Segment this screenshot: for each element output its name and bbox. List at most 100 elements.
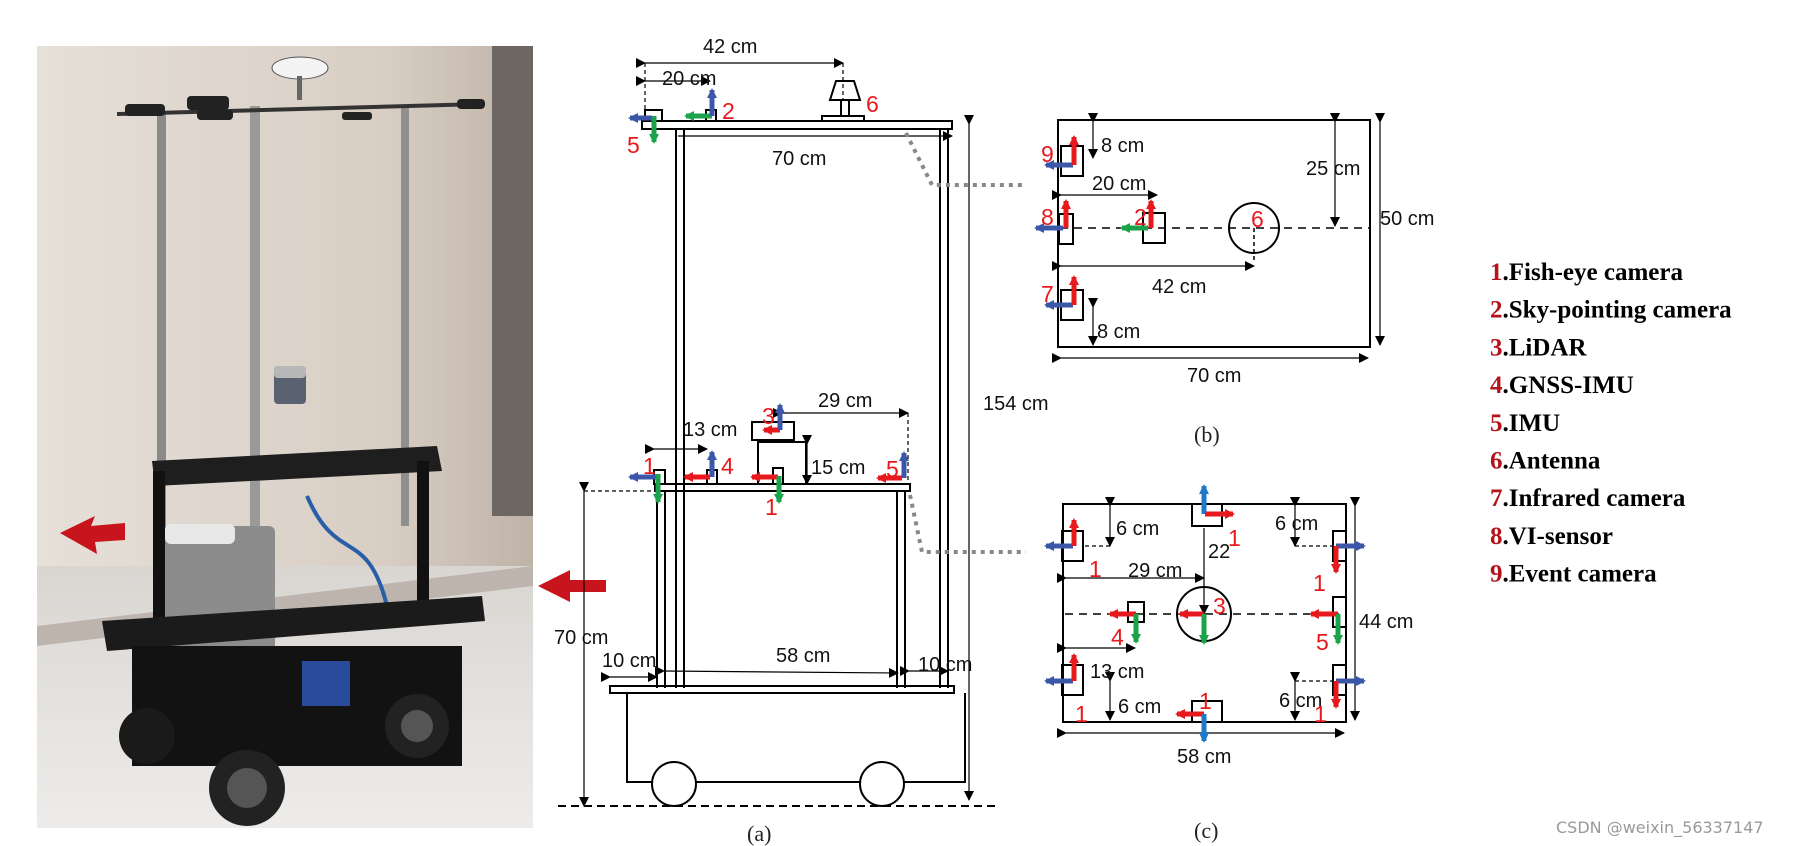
dim-58cm: 58 cm <box>776 645 830 667</box>
legend-label: .IMU <box>1503 410 1561 437</box>
legend-item: 6.Antenna <box>1490 448 1601 475</box>
dim-50cm: 50 cm <box>1380 208 1434 230</box>
wheel <box>859 761 905 807</box>
sensor-label: 2 <box>722 98 735 124</box>
wheel <box>119 708 175 764</box>
dim-22: 22 <box>1208 541 1230 563</box>
robot-photo <box>37 46 533 828</box>
dim-25cm: 25 cm <box>1306 158 1360 180</box>
panel-a-labels: 42 cm 20 cm 70 cm 29 cm 13 cm 15 cm 154 … <box>554 36 1049 846</box>
camera <box>187 96 229 110</box>
sensor-label: 1 <box>1228 525 1241 551</box>
legend-item: 9.Event camera <box>1490 561 1657 588</box>
chassis-frame <box>102 596 485 651</box>
antenna-shape <box>828 80 862 101</box>
legend-number: 7 <box>1490 485 1503 512</box>
dim-6cm-tr: 6 cm <box>1275 513 1318 535</box>
direction-arrow-icon <box>60 516 125 554</box>
mid-shelf <box>654 483 911 492</box>
forward-direction-icon <box>538 570 606 602</box>
sensor-label: 3 <box>1213 593 1226 619</box>
sensor-label: 5 <box>1316 629 1329 655</box>
panel-b-dimensions <box>1052 113 1385 363</box>
sensor-label: 1 <box>1089 556 1102 582</box>
legend-item: 3.LiDAR <box>1490 334 1587 361</box>
sensor-label: 8 <box>1041 204 1054 230</box>
sensor-label: 4 <box>1111 624 1124 650</box>
panel-c-axes <box>1044 484 1366 743</box>
dim-20cm: 20 cm <box>1092 173 1146 195</box>
caption-c: (c) <box>1194 818 1218 843</box>
pole-right <box>401 106 409 526</box>
upper-shelf <box>152 446 442 486</box>
sensor-label: 5 <box>886 456 899 482</box>
dim-29cm: 29 cm <box>818 390 872 412</box>
dim-8cm-bottom: 8 cm <box>1097 321 1140 343</box>
legend-item: 5.IMU <box>1490 410 1560 437</box>
legend-label: .GNSS-IMU <box>1503 372 1634 399</box>
dim-13cm: 13 cm <box>683 419 737 441</box>
dim-10cm-right: 10 cm <box>918 654 972 676</box>
dim-70cm: 70 cm <box>1187 365 1241 387</box>
camera <box>125 104 165 116</box>
watermark: CSDN @weixin_56337147 <box>1556 818 1764 838</box>
sensor-label: 6 <box>1251 206 1264 232</box>
sensor-label: 1 <box>1314 701 1327 727</box>
sensor-label: 1 <box>1075 701 1088 727</box>
dim-154cm: 154 cm <box>983 393 1049 415</box>
panel-c-labels: 6 cm 6 cm 22 29 cm 13 cm 6 cm 6 cm 44 cm… <box>1075 513 1413 843</box>
sensor-label: 1 <box>1199 688 1212 714</box>
sensor-label: 1 <box>765 494 778 520</box>
dim-15cm: 15 cm <box>811 457 865 479</box>
legend-label: .VI-sensor <box>1503 523 1613 550</box>
camera <box>197 110 233 120</box>
panel-a-axes <box>628 88 909 504</box>
dim-13cm: 13 cm <box>1090 661 1144 683</box>
wheel <box>651 761 697 807</box>
legend-item: 1.Fish-eye camera <box>1490 259 1683 286</box>
legend-label: .Fish-eye camera <box>1503 259 1684 286</box>
legend-number: 8 <box>1490 523 1503 550</box>
legend-number: 1 <box>1490 259 1503 286</box>
legend-item: 4.GNSS-IMU <box>1490 372 1634 399</box>
dim-6cm-bl: 6 cm <box>1118 696 1161 718</box>
legend-number: 4 <box>1490 372 1503 399</box>
sensor-label: 5 <box>627 132 640 158</box>
dim-42cm: 42 cm <box>703 36 757 58</box>
sensor-label: 9 <box>1041 141 1054 167</box>
door-frame <box>492 46 533 516</box>
dim-10cm-left: 10 cm <box>602 650 656 672</box>
dim-42cm: 42 cm <box>1152 276 1206 298</box>
dim-20cm: 20 cm <box>662 68 716 90</box>
base-plate <box>609 685 955 694</box>
sensor-label: 4 <box>721 453 734 479</box>
top-bar <box>116 102 483 116</box>
legend-number: 6 <box>1490 448 1503 475</box>
controller-box <box>302 661 350 706</box>
dim-6cm-tl: 6 cm <box>1116 518 1159 540</box>
dim-44cm: 44 cm <box>1359 611 1413 633</box>
sensor-label: 1 <box>643 453 656 479</box>
panel-b-axes <box>1034 135 1156 310</box>
legend-label: .Event camera <box>1503 561 1658 588</box>
zoom-connectors <box>904 132 1026 554</box>
camera <box>457 99 485 109</box>
sensor-label: 6 <box>866 91 879 117</box>
pole-center <box>250 106 260 646</box>
top-plate <box>641 120 953 130</box>
sensor-label: 2 <box>1134 204 1147 230</box>
caption-b: (b) <box>1194 422 1220 447</box>
legend-number: 9 <box>1490 561 1503 588</box>
legend-label: .Sky-pointing camera <box>1503 297 1733 324</box>
dim-6cm-br: 6 cm <box>1279 690 1322 712</box>
legend-number: 3 <box>1490 334 1503 361</box>
sensor-label: 7 <box>1041 281 1054 307</box>
dim-29cm: 29 cm <box>1128 560 1182 582</box>
dim-70cm: 70 cm <box>772 148 826 170</box>
legend-label: .LiDAR <box>1503 334 1588 361</box>
legend-number: 5 <box>1490 410 1503 437</box>
dim-58cm: 58 cm <box>1177 746 1231 768</box>
panel-a <box>558 80 1000 807</box>
